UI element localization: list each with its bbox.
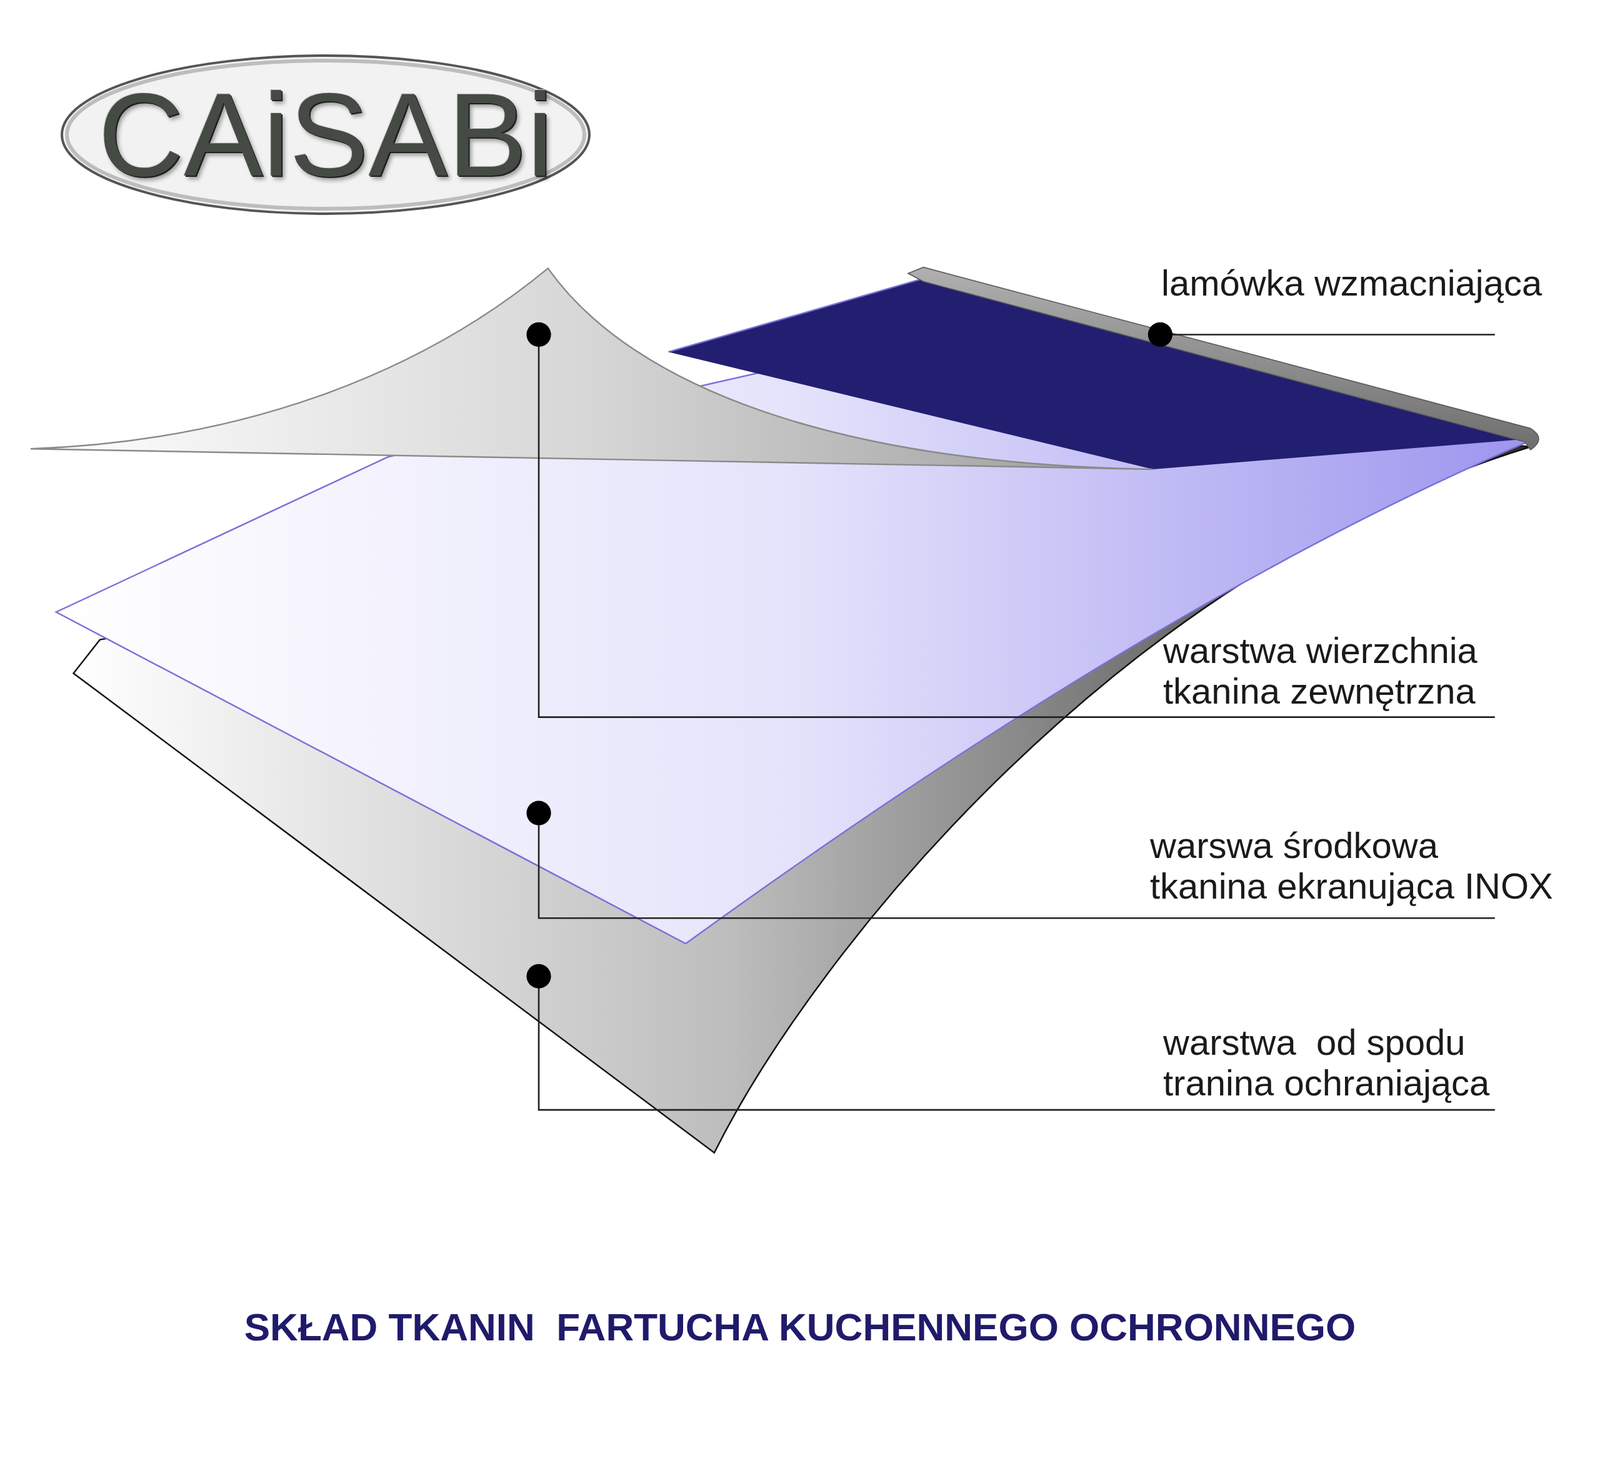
logo-text: CAiSABi <box>98 75 554 194</box>
leader-lines <box>538 334 1495 1110</box>
layer-label: warswa środkowa tkanina ekranująca INOX <box>1150 825 1560 907</box>
layer-label: warstwa od spodu tranina ochraniająca <box>1163 1022 1534 1104</box>
leader-line <box>1160 333 1495 336</box>
leader-dot <box>526 964 551 989</box>
logo-ellipse: CAiSABi <box>59 53 592 217</box>
diagram-title: SKŁAD TKANIN FARTUCHA KUCHENNEGO OCHRONN… <box>0 1305 1600 1350</box>
layer-label: lamówka wzmacniająca <box>1161 263 1542 304</box>
top-layer-edge <box>668 278 924 353</box>
ellipse-bevel <box>66 60 585 209</box>
layer-label: warstwa wierzchnia tkanina zewnętrzna <box>1163 630 1526 712</box>
leader-dot <box>1148 322 1173 347</box>
leader-dots <box>526 322 1172 989</box>
leader-dot <box>526 800 551 825</box>
leader-dot <box>526 322 551 347</box>
ellipse-border <box>61 55 590 214</box>
folded-flap <box>30 268 1154 470</box>
